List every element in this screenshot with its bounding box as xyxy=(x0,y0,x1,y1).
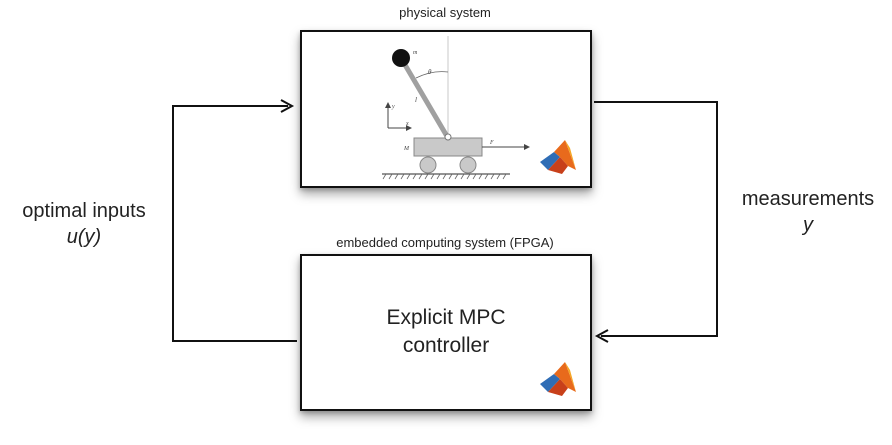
pendulum-rod xyxy=(398,55,451,141)
matlab-logo-icon xyxy=(540,362,576,396)
cart-wheel-right xyxy=(459,156,477,174)
optimal-inputs-variable: u(y) xyxy=(66,226,102,248)
matlab-logo-icon xyxy=(540,140,576,174)
angle-label: θ xyxy=(428,68,432,76)
right-arrowhead xyxy=(594,329,609,343)
physical-system-title: physical system xyxy=(399,5,491,20)
optimal-inputs-text: optimal inputs xyxy=(22,200,146,222)
measurements-label: measurements y xyxy=(726,186,890,238)
controller-line1: Explicit MPC xyxy=(386,306,506,329)
right-arrow-path xyxy=(594,101,718,337)
angle-arc xyxy=(415,71,449,79)
measurements-variable: y xyxy=(803,214,813,236)
controller-box: Explicit MPC controller xyxy=(300,254,592,411)
left-arrowhead xyxy=(280,99,295,113)
mass-label: m xyxy=(413,50,418,56)
cart-pendulum-illustration: m θ l M F y x xyxy=(382,36,576,180)
optimal-inputs-label: optimal inputs u(y) xyxy=(5,198,163,250)
cart-wheel-left xyxy=(419,156,437,174)
x-axis-label: x xyxy=(405,121,409,127)
controller-box-title: embedded computing system (FPGA) xyxy=(336,235,554,250)
measurements-text: measurements xyxy=(741,188,875,210)
controller-line2: controller xyxy=(402,334,490,357)
pendulum-mass xyxy=(392,49,410,67)
force-label: F xyxy=(489,140,494,146)
controller-text: Explicit MPC controller xyxy=(302,304,590,360)
y-axis-label: y xyxy=(391,104,395,110)
cart-label: M xyxy=(403,146,410,152)
physical-system-box: m θ l M F y x xyxy=(300,30,592,188)
left-arrow-path xyxy=(172,105,297,342)
length-label: l xyxy=(415,96,417,104)
